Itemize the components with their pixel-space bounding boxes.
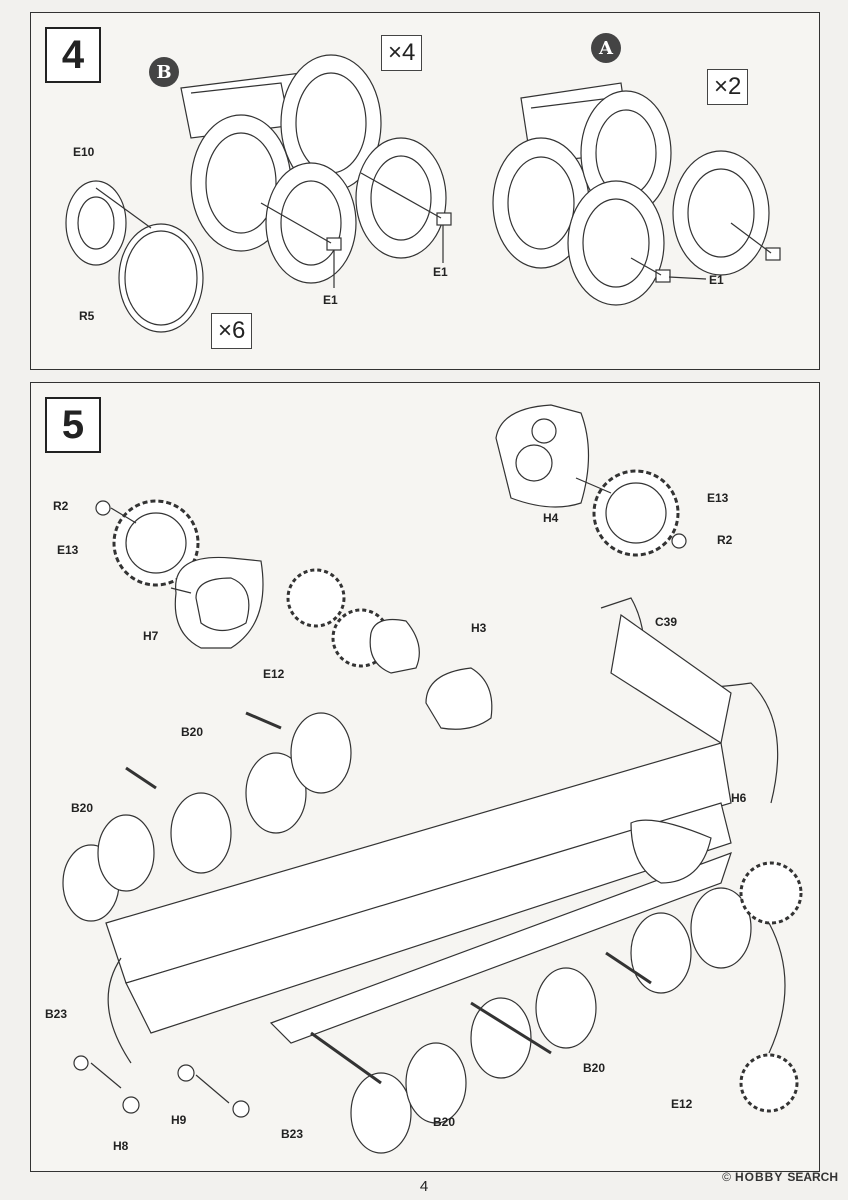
step-4-panel: 4 <box>30 12 820 370</box>
part-label-e1-c: E1 <box>709 273 724 287</box>
part-label-h8: H8 <box>113 1139 129 1153</box>
quantity-x2: ×2 <box>707 69 749 105</box>
brand-text-1: HOBBY <box>734 1170 784 1184</box>
step-5-panel: 5 <box>30 382 820 1172</box>
part-label-e13-left: E13 <box>57 543 79 557</box>
part-label-e13-right: E13 <box>707 491 729 505</box>
part-label-e1-b: E1 <box>433 265 448 279</box>
part-label-h7: H7 <box>143 629 159 643</box>
part-label-e1-a: E1 <box>323 293 338 307</box>
hobby-search-watermark: © HOBBY SEARCH <box>722 1170 838 1184</box>
part-label-b20-bottom-right: B20 <box>583 1061 606 1075</box>
quantity-x6: ×6 <box>211 313 253 349</box>
part-label-b20-top: B20 <box>181 725 204 739</box>
part-label-h4: H4 <box>543 511 559 525</box>
part-label-e12-bottom: E12 <box>671 1097 693 1111</box>
part-label-b23-top: B23 <box>45 1007 68 1021</box>
part-label-b20-bottom-mid: B20 <box>433 1115 456 1129</box>
part-label-b23-bottom: B23 <box>281 1127 304 1141</box>
part-label-r5: R5 <box>79 309 95 323</box>
part-label-e12-top: E12 <box>263 667 285 681</box>
copyright-mark: © <box>722 1170 731 1184</box>
step-4-drawing <box>65 54 781 333</box>
callout-b-badge: B <box>149 57 179 87</box>
step-number: 5 <box>45 397 101 453</box>
part-label-r2-left: R2 <box>53 499 69 513</box>
page-number: 4 <box>419 1178 429 1195</box>
part-label-c39: C39 <box>655 615 678 629</box>
part-label-h9: H9 <box>171 1113 187 1127</box>
quantity-x4: ×4 <box>381 35 423 71</box>
step-5-drawing <box>62 404 803 1154</box>
part-label-r2-right: R2 <box>717 533 733 547</box>
brand-text-2: SEARCH <box>787 1170 838 1184</box>
part-label-h3: H3 <box>471 621 487 635</box>
step-number: 4 <box>45 27 101 83</box>
callout-a-badge: A <box>591 33 621 63</box>
part-label-e10: E10 <box>73 145 95 159</box>
part-label-b20-left: B20 <box>71 801 94 815</box>
part-label-h6: H6 <box>731 791 747 805</box>
